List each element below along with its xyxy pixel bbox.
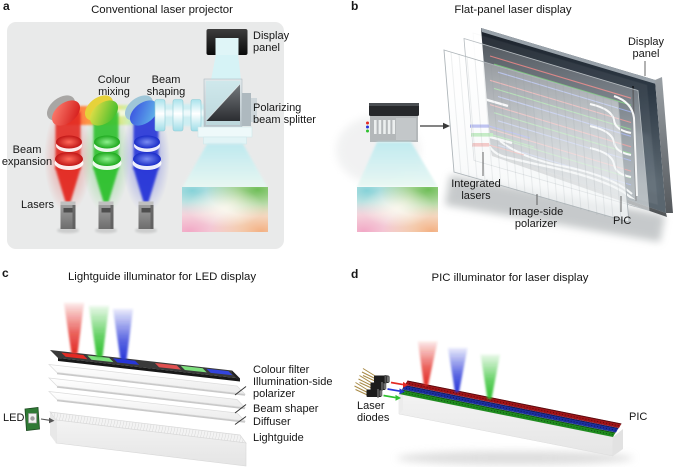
diffuser-layer [48, 391, 246, 423]
led-component [24, 407, 40, 431]
label-led: LED [3, 412, 25, 424]
label-beam-expansion: Beam expansion [1, 144, 53, 169]
panel-d-art [354, 341, 633, 465]
pic-stripes [399, 380, 622, 437]
label-beam-shaper: Beam shaper [253, 403, 319, 415]
beam-shaping-lenses [154, 99, 202, 132]
label-polarizing-beam-splitter: Polarizing beam splitter [253, 102, 316, 127]
colour-filter-strip [50, 350, 240, 382]
display-panel-a [206, 29, 248, 55]
lightguide-slab [49, 411, 247, 467]
panel-b-letter: b [351, 0, 359, 13]
image-side-polarizer-pane [443, 49, 630, 223]
panel-b-title: Flat-panel laser display [454, 4, 572, 16]
panel-a-art [7, 22, 284, 249]
polarizing-beam-splitter-cube [203, 78, 257, 128]
laser-box-red [60, 201, 76, 229]
rgb-beams-c [64, 303, 133, 360]
label-display-panel-a: Display panel [253, 30, 290, 55]
label-image-side-polarizer: Image-side polarizer [508, 206, 564, 231]
green-laser-beam [82, 95, 130, 213]
label-beam-shaping: Beam shaping [146, 74, 186, 99]
red-laser-beam [44, 95, 92, 213]
led-arrow [40, 417, 55, 424]
label-pic-d: PIC [629, 411, 648, 423]
panel-d-letter: d [351, 267, 359, 281]
stack-shadow [445, 175, 665, 242]
label-integrated-lasers: Integrated lasers [451, 178, 501, 203]
panel-d-title: PIC illuminator for laser display [431, 272, 589, 284]
label-pic-b: PIC [613, 215, 632, 227]
laser-diode-cans [354, 368, 390, 398]
tick-marks-c [234, 386, 247, 425]
projection-screen-b [357, 187, 438, 232]
projector-icon [336, 103, 438, 187]
projection-screen-a [182, 187, 268, 232]
illumination-side-polarizer-layer [48, 364, 246, 396]
leader-lines-b [482, 61, 646, 212]
label-illumination-side-polarizer: Illumination-side polarizer [253, 376, 333, 401]
label-diffuser: Diffuser [253, 416, 291, 428]
panel-b-art [336, 28, 673, 242]
display-beam [211, 54, 241, 80]
panel-c-title: Lightguide illuminator for LED display [67, 271, 257, 283]
arrow-projector-to-panel [420, 122, 450, 130]
panel-a-letter: a [3, 0, 10, 13]
laser-box-blue [138, 201, 154, 229]
label-colour-filter: Colour filter [253, 364, 310, 376]
label-laser-diodes: Laser diodes [357, 400, 390, 425]
label-lasers: Lasers [21, 199, 55, 211]
panel-c-art [24, 303, 247, 467]
label-lightguide: Lightguide [253, 432, 304, 444]
laser-box-green [98, 201, 114, 229]
label-display-panel-b: Display panel [627, 36, 665, 61]
beam-shaper-layer [48, 377, 246, 410]
projection-optics [182, 126, 268, 188]
panel-c-letter: c [2, 266, 9, 280]
coupling-arrows [383, 381, 409, 401]
label-colour-mixing: Colour mixing [97, 74, 131, 99]
rgb-beams-d [418, 341, 500, 399]
pic-shadow [397, 451, 633, 465]
laser-boxes [57, 201, 157, 234]
panel-a-title: Conventional laser projector [91, 4, 233, 16]
